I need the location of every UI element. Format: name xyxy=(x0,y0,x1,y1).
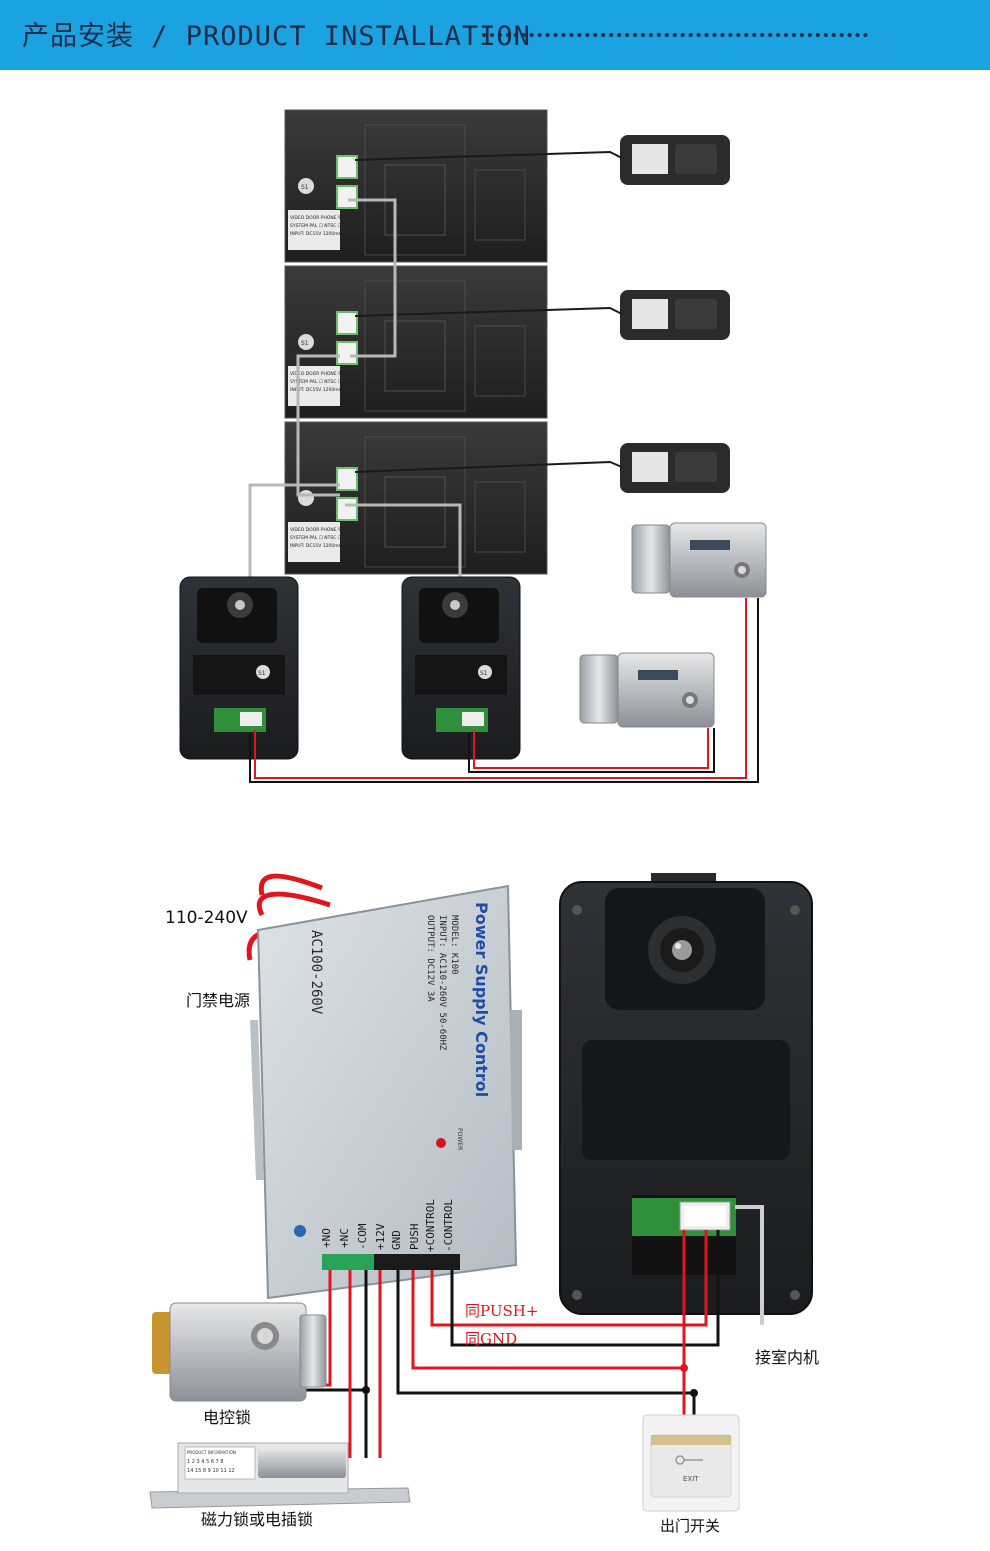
camera-1-badge: S1 xyxy=(258,670,266,677)
label-indoor-unit: 接室内机 xyxy=(755,1348,820,1367)
junction-push xyxy=(680,1364,688,1372)
monitor-2-label-line-2: SYSTEM PAL ☐ NTSC ☐ xyxy=(290,379,342,385)
monitor-1-label-line-3: INPUT: DC15V 1200mA xyxy=(290,231,343,237)
exit-switch xyxy=(642,1414,740,1512)
push-exit-wire xyxy=(411,1230,686,1370)
electric-lock-top-1 xyxy=(631,522,767,598)
lock-wire-red-camera-1 xyxy=(254,598,747,779)
psu-terminal-label: +NO xyxy=(320,1228,333,1248)
header-dotted-rule xyxy=(482,33,868,37)
indoor-monitor-3 xyxy=(284,421,548,575)
monitor-2-badge: S1 xyxy=(301,340,309,347)
monitor-1-badge: S1 xyxy=(301,184,309,191)
power-adapter-3 xyxy=(620,443,730,493)
adapter-cable-2 xyxy=(354,306,623,317)
electric-control-lock xyxy=(152,1302,327,1402)
monitor-2-label-line-1: VIDEO DOOR PHONE SYSTEM xyxy=(290,371,356,377)
maglock-info-row-1: 1 2 3 4 5 6 7 8 xyxy=(187,1459,224,1465)
psu-brand: Power Supply Control xyxy=(472,902,491,1097)
psu-terminal-label: PUSH xyxy=(408,1224,421,1251)
adapter-cable-3 xyxy=(354,460,623,473)
camera-2-badge: S1 xyxy=(480,670,488,677)
monitor-3-label-line-2: SYSTEM PAL ☐ NTSC ☐ xyxy=(290,535,342,541)
lock-wire-black-camera-1 xyxy=(249,598,759,783)
monitor-2-label-line-3: INPUT: DC15V 1200mA xyxy=(290,387,343,393)
psu-terminal-label: +CONTROL xyxy=(424,1199,437,1252)
label-same-push: 同PUSH+ xyxy=(465,1302,539,1320)
monitor-link-wire-2-3 xyxy=(296,354,340,497)
indoor-monitor-2 xyxy=(284,265,548,419)
psu-terminal-label: GND xyxy=(390,1230,403,1250)
psu-terminal-label: -COM xyxy=(356,1223,369,1250)
door-camera-large xyxy=(559,873,813,1315)
label-exit-switch: 出门开关 xyxy=(660,1517,721,1535)
monitor-1-label-line-2: SYSTEM PAL ☐ NTSC ☐ xyxy=(290,223,342,229)
mains-wire-2 xyxy=(256,891,331,917)
gnd-wire xyxy=(450,1230,720,1347)
label-voltage: 110-240V xyxy=(165,908,248,928)
power-supply-unit xyxy=(250,884,522,1300)
psu-model: MODEL: K100 xyxy=(449,915,459,975)
monitor-1-label-line-1: VIDEO DOOR PHONE SYSTEM xyxy=(290,215,356,221)
exit-button-text: EXIT xyxy=(683,1475,699,1483)
psu-power-led-label: POWER xyxy=(456,1128,463,1150)
door-camera-1 xyxy=(179,576,299,760)
maglock-info-row-2: 14 15 8 9 10 11 12 xyxy=(187,1468,235,1474)
monitor-3-label-line-3: INPUT: DC15V 1200mA xyxy=(290,543,343,549)
adapter-cable-1 xyxy=(354,150,623,161)
magnetic-lock xyxy=(149,1442,411,1509)
label-magnetic-lock: 磁力锁或电插锁 xyxy=(201,1510,314,1529)
header-banner: 产品安装 / PRODUCT INSTALLATION xyxy=(0,0,990,70)
lock-wire-black-camera-2 xyxy=(468,728,715,773)
psu-input: INPUT: AC110-260V 50-60HZ xyxy=(437,915,447,1051)
psu-terminal-label: +12V xyxy=(374,1223,387,1250)
junction-gnd xyxy=(690,1389,698,1397)
junction-com xyxy=(362,1386,370,1394)
psu-output: OUTPUT: DC12V 3A xyxy=(425,915,435,1002)
maglock-info-header: PRODUCT INFORMATION xyxy=(187,1450,236,1455)
power-adapter-1 xyxy=(620,135,730,185)
label-access-power: 门禁电源 xyxy=(186,991,251,1010)
indoor-monitor-1 xyxy=(284,109,548,263)
push-wire xyxy=(430,1230,708,1327)
psu-ac-range: AC100-260V xyxy=(308,930,324,1015)
monitor-3-label-line-1: VIDEO DOOR PHONE SYSTEM xyxy=(290,527,356,533)
page-title: 产品安装 / PRODUCT INSTALLATION xyxy=(22,21,531,52)
lock-wire-red-camera-2 xyxy=(473,728,709,769)
psu-terminal-label: -CONTROL xyxy=(442,1199,455,1252)
monitor-link-wire-1-2 xyxy=(348,198,397,358)
psu-terminal-label: +NC xyxy=(338,1228,351,1248)
indoor-unit-wire xyxy=(735,1205,764,1325)
electric-lock-top-2 xyxy=(579,652,715,728)
mains-wire-1 xyxy=(258,873,323,896)
power-adapter-2 xyxy=(620,290,730,340)
label-same-gnd: 同GND xyxy=(465,1330,518,1348)
door-camera-2 xyxy=(401,576,521,760)
label-electric-lock: 电控锁 xyxy=(203,1408,252,1427)
gnd-exit-wire xyxy=(396,1270,694,1395)
